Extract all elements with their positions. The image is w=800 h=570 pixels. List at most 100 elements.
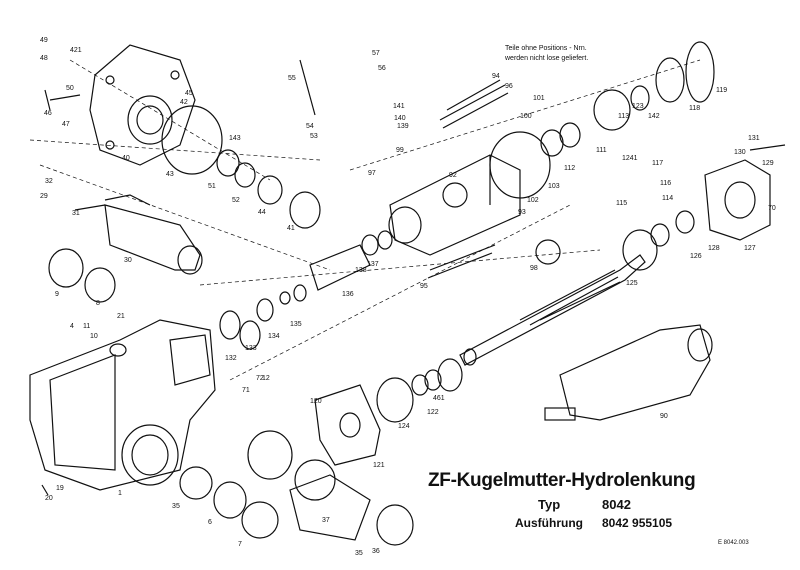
note-line: Teile ohne Positions - Nrn. (505, 45, 587, 52)
part-label: 51 (208, 183, 216, 190)
part-label: 117 (652, 160, 663, 167)
part-label: 6 (208, 519, 212, 526)
part-label: 123 (632, 103, 644, 110)
part-label: 71 (242, 387, 250, 394)
part-label: 113 (618, 113, 629, 120)
part-label: 8 (96, 300, 100, 307)
part-label: 48 (40, 55, 48, 62)
part-label: 21 (117, 313, 125, 320)
part-label: 10 (90, 333, 98, 340)
part-label: 141 (393, 103, 405, 110)
steering-housing (29, 319, 216, 491)
part-label: 44 (258, 209, 266, 216)
part-label: 1 (118, 490, 122, 497)
part-label: 3 (172, 503, 176, 510)
part-label: 96 (505, 83, 513, 90)
assembly-axis-lines (29, 59, 701, 381)
part-label: 45 (185, 90, 193, 97)
part-label: 52 (232, 197, 240, 204)
part-label: 125 (626, 280, 638, 287)
part-label: 114 (662, 195, 673, 202)
part-label: 1241 (622, 155, 638, 162)
part-label: 70 (768, 205, 776, 212)
part-labels: 1 3 4 5 6 7 8 9 10 11 12 19 20 21 29 30 … (40, 37, 776, 557)
part-label: 461 (433, 395, 445, 402)
part-label: 101 (533, 95, 545, 102)
part-label: 53 (310, 133, 318, 140)
part-label: 7 (238, 541, 242, 548)
part-label: 41 (287, 225, 295, 232)
part-label: 121 (373, 462, 385, 469)
part-label: 95 (420, 283, 428, 290)
part-label: 126 (690, 253, 702, 260)
part-label: 139 (397, 123, 409, 130)
part-label: 55 (288, 75, 296, 82)
cover-plates (289, 384, 381, 541)
part-label: 57 (372, 50, 380, 57)
part-label: 119 (716, 87, 727, 94)
part-label: 31 (72, 210, 80, 217)
part-label: 134 (268, 333, 280, 340)
part-label: 111 (596, 147, 607, 154)
part-label: 4 (70, 323, 74, 330)
part-label: 46 (44, 110, 52, 117)
part-label: 35 (355, 550, 363, 557)
upper-flange-housing (89, 44, 196, 166)
part-label: 102 (527, 197, 539, 204)
part-label: 43 (166, 171, 174, 178)
part-label: 129 (762, 160, 774, 167)
part-label: 5 (176, 503, 180, 510)
part-label: 12 (262, 375, 270, 382)
note-line: werden nicht lose geliefert. (505, 55, 589, 62)
part-label: 94 (492, 73, 500, 80)
typ-label: Typ (538, 497, 561, 512)
part-label: 98 (530, 265, 538, 272)
part-label: 421 (70, 47, 82, 54)
part-label: 37 (322, 517, 330, 524)
part-label: 47 (62, 121, 70, 128)
part-label: 92 (449, 172, 457, 179)
part-label: 131 (748, 135, 760, 142)
part-label: 54 (306, 123, 314, 130)
part-label: 136 (342, 291, 354, 298)
part-label: 138 (355, 267, 367, 274)
part-label: 143 (229, 135, 241, 142)
part-label: 140 (394, 115, 406, 122)
part-label: 56 (378, 65, 386, 72)
part-label: 32 (45, 178, 53, 185)
part-label: 120 (310, 398, 322, 405)
valve-housing (544, 324, 713, 421)
part-label: 100 (520, 113, 532, 120)
part-label: 118 (689, 105, 700, 112)
sector-shaft (104, 194, 203, 275)
part-label: 135 (290, 321, 302, 328)
part-label: 122 (427, 409, 439, 416)
part-label: 132 (225, 355, 237, 362)
parts-note: Teile ohne Positions - Nrn. werden nicht… (505, 44, 625, 64)
part-label: 124 (398, 423, 410, 430)
part-label: 50 (66, 85, 74, 92)
part-label: 99 (396, 147, 404, 154)
part-label: 49 (40, 37, 48, 44)
part-label: 42 (180, 99, 188, 106)
part-label: 116 (660, 180, 671, 187)
ausfuehrung-value: 8042 955105 (602, 516, 673, 530)
part-label: 93 (518, 209, 526, 216)
part-label: 115 (616, 200, 627, 207)
part-label: 127 (744, 245, 756, 252)
part-label: 137 (367, 261, 379, 268)
piston-block (388, 154, 521, 256)
part-label: 40 (122, 155, 130, 162)
part-label: 20 (45, 495, 53, 502)
part-label: 36 (372, 548, 380, 555)
part-label: 128 (708, 245, 720, 252)
worm-shaft (459, 254, 646, 366)
diagram-title: ZF-Kugelmutter-Hydrolenkung (428, 470, 696, 491)
part-label: 9 (55, 291, 59, 298)
part-label: 30 (124, 257, 132, 264)
bolts (41, 59, 786, 496)
part-label: 103 (548, 183, 560, 190)
part-label: 130 (734, 149, 746, 156)
rings-and-seals (48, 41, 715, 546)
